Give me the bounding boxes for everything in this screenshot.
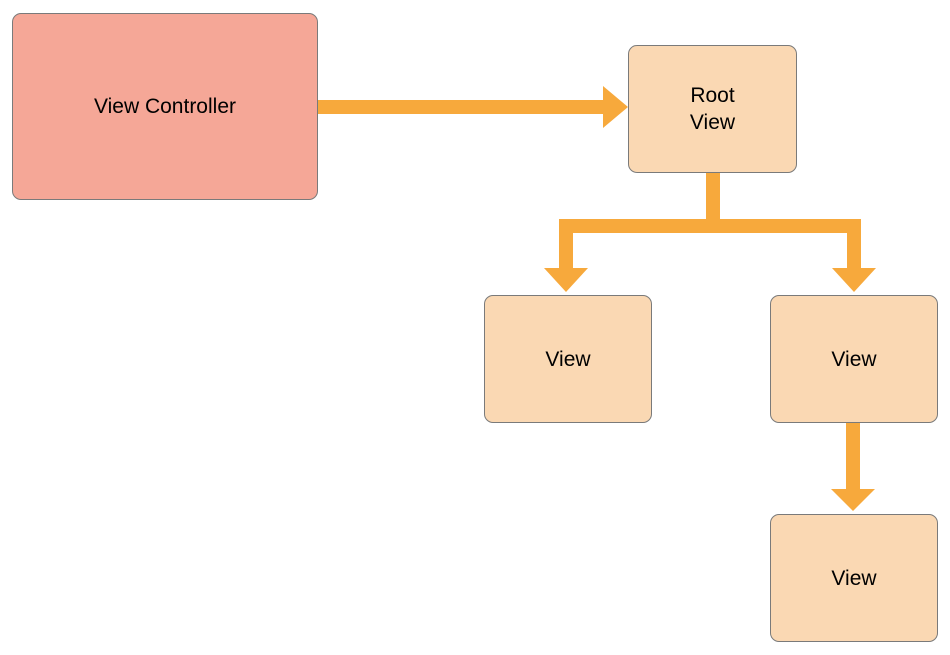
view-node-bottom: View xyxy=(770,514,938,642)
root-view-node: Root View xyxy=(628,45,797,173)
view-controller-node: View Controller xyxy=(12,13,318,200)
arrow-root-to-left-head xyxy=(544,268,588,292)
arrow-right-to-bottom-shaft xyxy=(846,422,860,492)
arrow-right-to-bottom-head xyxy=(831,489,875,511)
arrow-vc-to-root-head xyxy=(603,86,628,128)
view-node-right: View xyxy=(770,295,938,423)
view-controller-label: View Controller xyxy=(93,95,236,118)
arrow-root-stem xyxy=(706,172,720,226)
arrow-group xyxy=(318,86,876,511)
view-right-label: View xyxy=(831,347,877,371)
view-bottom-label: View xyxy=(831,566,877,590)
arrow-branch-bar xyxy=(559,219,861,233)
root-view-label: Root View xyxy=(689,84,736,134)
arrow-root-to-right-shaft xyxy=(847,219,861,271)
view-node-left: View xyxy=(484,295,652,423)
arrow-vc-to-root-shaft xyxy=(318,100,606,114)
view-left-label: View xyxy=(545,347,591,371)
arrow-root-to-left-shaft xyxy=(559,219,573,271)
arrow-root-to-right-head xyxy=(832,268,876,292)
